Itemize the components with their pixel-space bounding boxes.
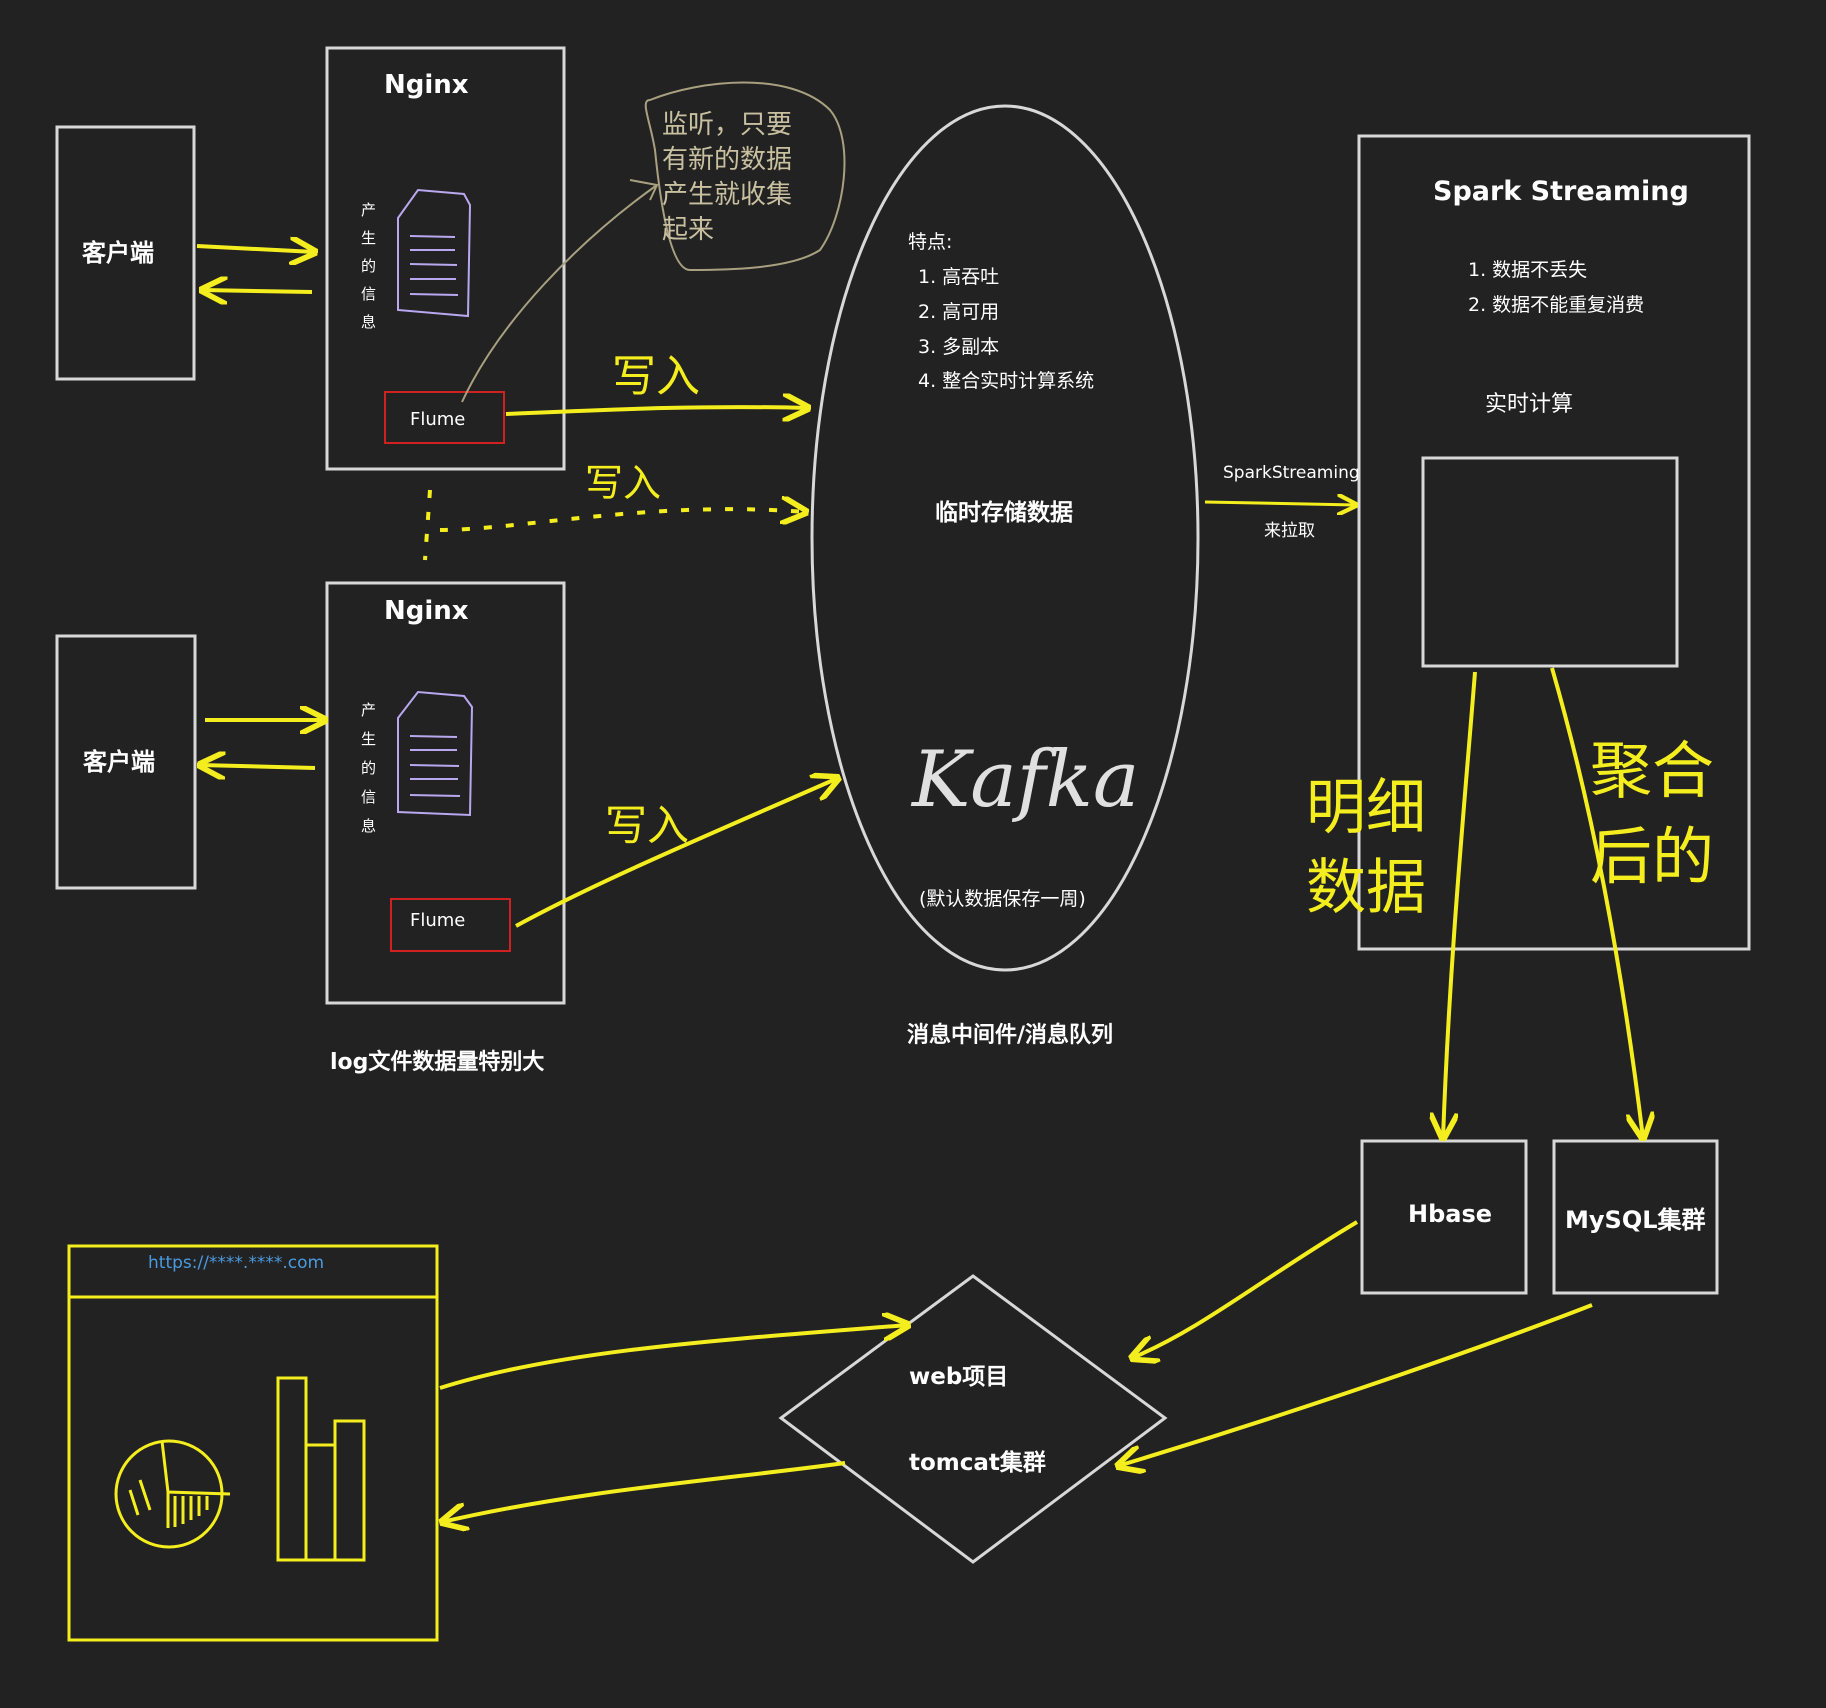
spark-storage-arrows	[1443, 667, 1643, 1138]
nginx-bottom-generated-info: 产 生 的 信 息	[361, 701, 377, 835]
web-project-label: web项目	[909, 1364, 1009, 1390]
kafka-feature-3: 3. 多副本	[918, 336, 1000, 358]
pull-label-line2: 来拉取	[1264, 521, 1315, 541]
kafka-feature-1: 1. 高吞吐	[918, 266, 1000, 288]
kafka-spark-arrow	[1204, 502, 1356, 505]
kafka-retention-note: (默认数据保存一周)	[919, 888, 1086, 910]
listen-note-connector	[461, 179, 659, 403]
pull-label-line1: SparkStreaming	[1223, 463, 1360, 483]
browser-mockup	[67, 1244, 439, 1642]
write-label-bottom: 写入	[605, 801, 690, 850]
spark-requirement-1: 1. 数据不丢失	[1468, 259, 1588, 281]
write-label-middle: 写入	[585, 461, 662, 505]
flume-kafka-arrows	[423, 407, 838, 928]
kafka-caption: 消息中间件/消息队列	[907, 1023, 1114, 1048]
flume-bottom-label: Flume	[410, 910, 466, 931]
client-bottom-box	[55, 634, 197, 890]
detail-data-note: 明细 数据	[1306, 773, 1426, 923]
flume-top-label: Flume	[410, 409, 466, 430]
web-diamond	[778, 1274, 1168, 1564]
client-bottom-label: 客户端	[83, 748, 155, 776]
aggregated-note: 聚合 后的	[1590, 734, 1715, 893]
client-top-box	[55, 125, 196, 381]
browser-url[interactable]: https://****.****.com	[148, 1253, 325, 1273]
browser-web-arrows	[440, 1325, 908, 1522]
flume-top-box	[384, 391, 505, 444]
nginx-top-generated-info: 产 生 的 信 息	[361, 201, 377, 331]
listen-note-bubble	[644, 81, 846, 272]
kafka-center-text: 临时存储数据	[935, 500, 1073, 526]
nginx-bottom-title: Nginx	[384, 596, 469, 626]
spark-requirement-2: 2. 数据不能重复消费	[1468, 294, 1645, 316]
nginx-top-box	[325, 46, 566, 471]
tomcat-cluster-label: tomcat集群	[909, 1450, 1046, 1476]
write-label-top: 写入	[612, 351, 700, 402]
hbase-label: Hbase	[1408, 1200, 1493, 1228]
client-top-label: 客户端	[82, 239, 154, 267]
flume-bottom-box	[390, 898, 511, 952]
listen-note: 监听，只要 有新的数据 产生就收集 起来	[662, 110, 793, 245]
spark-streaming-box	[1357, 134, 1751, 951]
bar-chart-icon	[276, 1376, 366, 1562]
nginx-top-title: Nginx	[384, 70, 469, 100]
pie-chart-icon	[114, 1439, 231, 1549]
realtime-compute-box	[1421, 456, 1679, 668]
mysql-label: MySQL集群	[1565, 1206, 1706, 1234]
nginx-bottom-box	[325, 581, 566, 1005]
client-nginx-arrows	[197, 246, 325, 768]
kafka-feature-4: 4. 整合实时计算系统	[918, 370, 1095, 392]
kafka-ellipse	[810, 104, 1200, 972]
storage-web-arrows	[1118, 1220, 1593, 1466]
kafka-features-heading: 特点:	[908, 231, 953, 253]
spark-realtime-label: 实时计算	[1485, 392, 1574, 417]
kafka-feature-2: 2. 高可用	[918, 301, 1000, 323]
spark-title: Spark Streaming	[1433, 176, 1689, 207]
document-icon	[397, 690, 474, 817]
document-icon	[397, 188, 472, 318]
log-caption: log文件数据量特别大	[330, 1050, 545, 1075]
kafka-handwritten-name: Kafka	[912, 735, 1140, 825]
